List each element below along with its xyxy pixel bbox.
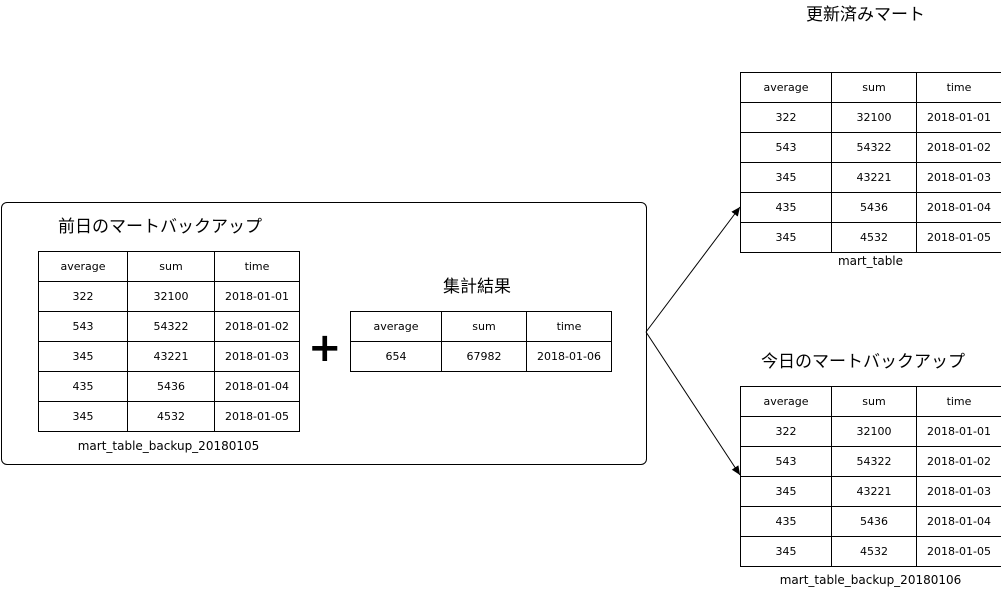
table-cell: 32100 xyxy=(831,416,917,447)
table-cell: 2018-01-05 xyxy=(916,222,1001,253)
column-header: time xyxy=(214,251,300,282)
table-cell: 345 xyxy=(38,341,128,372)
column-header: time xyxy=(916,386,1001,417)
table-cell: 322 xyxy=(740,416,832,447)
updated-mart-title: 更新済みマート xyxy=(806,5,925,25)
column-header: sum xyxy=(831,386,917,417)
table-cell: 543 xyxy=(38,311,128,342)
plus-operator: + xyxy=(308,325,342,371)
table-cell: 5436 xyxy=(831,506,917,537)
table-cell: 543 xyxy=(740,132,832,163)
table-cell: 2018-01-01 xyxy=(916,102,1001,133)
todays-backup-title: 今日のマートバックアップ xyxy=(761,352,965,372)
table-cell: 345 xyxy=(740,222,832,253)
column-header: sum xyxy=(441,311,527,342)
column-header: sum xyxy=(831,72,917,103)
table-cell: 2018-01-03 xyxy=(214,341,300,372)
aggregate-title: 集計結果 xyxy=(443,277,511,297)
table-cell: 4532 xyxy=(831,536,917,567)
table-cell: 2018-01-02 xyxy=(916,132,1001,163)
table-cell: 345 xyxy=(740,476,832,507)
table-cell: 2018-01-01 xyxy=(214,281,300,312)
table-cell: 345 xyxy=(740,536,832,567)
column-header: average xyxy=(38,251,128,282)
table-cell: 345 xyxy=(38,401,128,432)
table-cell: 32100 xyxy=(831,102,917,133)
table-cell: 543 xyxy=(740,446,832,477)
table-cell: 4532 xyxy=(831,222,917,253)
table-cell: 435 xyxy=(740,506,832,537)
table-cell: 2018-01-05 xyxy=(916,536,1001,567)
table-cell: 54322 xyxy=(831,132,917,163)
table-cell: 2018-01-01 xyxy=(916,416,1001,447)
column-header: time xyxy=(526,311,612,342)
arrow-to-updated-mart xyxy=(645,206,741,333)
table-cell: 2018-01-04 xyxy=(214,371,300,402)
table-cell: 435 xyxy=(38,371,128,402)
table-cell: 2018-01-04 xyxy=(916,506,1001,537)
table-cell: 345 xyxy=(740,162,832,193)
table-cell: 2018-01-03 xyxy=(916,476,1001,507)
table-cell: 654 xyxy=(350,341,442,372)
table-cell: 435 xyxy=(740,192,832,223)
todays-backup-caption: mart_table_backup_20180106 xyxy=(779,573,962,587)
table-cell: 43221 xyxy=(831,162,917,193)
arrow-to-todays-backup xyxy=(645,331,741,476)
backup-title: 前日のマートバックアップ xyxy=(58,217,262,237)
column-header: average xyxy=(740,72,832,103)
table-cell: 5436 xyxy=(831,192,917,223)
table-cell: 4532 xyxy=(127,401,215,432)
table-cell: 43221 xyxy=(127,341,215,372)
table-cell: 322 xyxy=(740,102,832,133)
table-cell: 2018-01-04 xyxy=(916,192,1001,223)
updated-mart-caption: mart_table xyxy=(837,254,904,268)
table-cell: 2018-01-05 xyxy=(214,401,300,432)
backup-caption: mart_table_backup_20180105 xyxy=(77,439,260,453)
table-cell: 67982 xyxy=(441,341,527,372)
table-cell: 5436 xyxy=(127,371,215,402)
table-cell: 2018-01-02 xyxy=(214,311,300,342)
table-cell: 54322 xyxy=(127,311,215,342)
table-cell: 2018-01-06 xyxy=(526,341,612,372)
